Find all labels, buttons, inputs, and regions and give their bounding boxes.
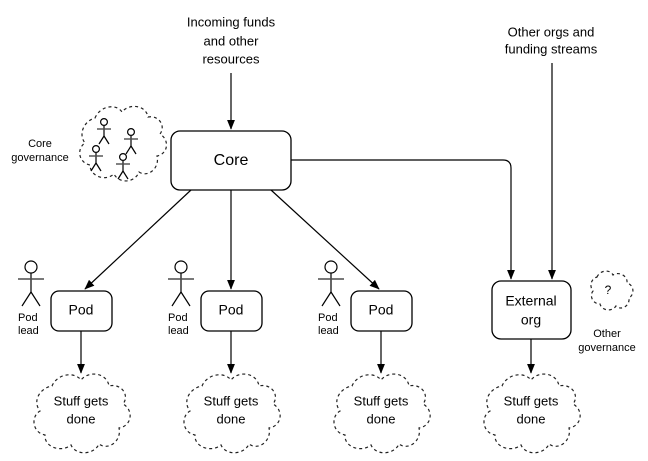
other-orgs-label: Other orgs and funding streams xyxy=(505,24,598,56)
core-governance-cloud-shape xyxy=(79,105,167,182)
core-label: Core xyxy=(214,152,249,169)
core-governance-label-line-1: Core xyxy=(28,138,52,150)
governance-person-4-icon xyxy=(116,153,130,180)
other-governance-group: ? Other governance xyxy=(578,270,636,354)
governance-person-1-icon xyxy=(97,117,111,145)
pod-lead-3-label-line-1: Pod xyxy=(318,312,338,324)
governance-person-3-icon xyxy=(89,145,103,172)
node-external-org[interactable]: External org xyxy=(491,280,572,340)
outcome-cloud-3-line-2: done xyxy=(367,411,396,426)
node-pod-3[interactable]: Pod xyxy=(350,290,413,332)
pod-1-box[interactable] xyxy=(50,290,113,332)
pod-lead-3-label-line-2: lead xyxy=(318,325,339,337)
other-governance-label-line-2: governance xyxy=(578,342,636,354)
pod-lead-1: Pod lead xyxy=(18,260,44,337)
incoming-funds-line-1: Incoming funds xyxy=(187,14,276,29)
outcome-cloud-3-line-1: Stuff gets xyxy=(354,393,409,408)
other-governance-label-line-1: Other xyxy=(593,328,621,340)
node-pod-2[interactable]: Pod xyxy=(200,290,263,332)
edge-core-to-external-org xyxy=(291,159,515,280)
pod-1-label: Pod xyxy=(69,302,94,318)
outcome-cloud-2-shape xyxy=(183,373,281,454)
pod-lead-3: Pod lead xyxy=(318,260,344,337)
outcome-cloud-4: Stuff gets done xyxy=(483,373,581,454)
outcome-cloud-4-line-2: done xyxy=(517,411,546,426)
pod-3-label: Pod xyxy=(369,302,394,318)
other-governance-question-mark: ? xyxy=(605,283,612,297)
pod-lead-1-label-line-1: Pod xyxy=(18,312,38,324)
outcome-cloud-1-line-1: Stuff gets xyxy=(54,393,109,408)
node-pod-1[interactable]: Pod xyxy=(50,290,113,332)
other-governance-cloud-shape xyxy=(590,270,634,311)
core-box[interactable] xyxy=(170,130,292,191)
outcome-cloud-3: Stuff gets done xyxy=(333,373,431,454)
pod-lead-2-label-line-1: Pod xyxy=(168,312,188,324)
edge-core-to-pod-1 xyxy=(84,189,192,290)
outcome-cloud-1-line-2: done xyxy=(67,411,96,426)
incoming-funds-line-2: and other xyxy=(204,33,260,48)
pod-lead-2: Pod lead xyxy=(168,260,194,337)
outcome-cloud-1: Stuff gets done xyxy=(33,373,131,454)
incoming-funds-line-3: resources xyxy=(202,51,260,66)
pod-2-label: Pod xyxy=(219,302,244,318)
pod-lead-1-label-line-2: lead xyxy=(18,325,39,337)
outcome-cloud-2-line-1: Stuff gets xyxy=(204,393,259,408)
outcome-cloud-4-line-1: Stuff gets xyxy=(504,393,559,408)
outcome-cloud-4-shape xyxy=(483,373,581,454)
other-orgs-line-2: funding streams xyxy=(505,41,598,56)
edge-core-to-pod-3 xyxy=(270,189,380,290)
pod-3-box[interactable] xyxy=(350,290,413,332)
outcome-cloud-3-shape xyxy=(333,373,431,454)
incoming-funds-label: Incoming funds and other resources xyxy=(187,14,276,66)
pod-2-box[interactable] xyxy=(200,290,263,332)
external-org-label-line-1: External xyxy=(505,293,556,309)
core-governance-group: Core governance xyxy=(11,105,167,182)
external-org-label-line-2: org xyxy=(521,312,541,328)
core-governance-label-line-2: governance xyxy=(11,152,69,164)
outcome-cloud-2: Stuff gets done xyxy=(183,373,281,454)
governance-person-2-icon xyxy=(124,128,138,155)
external-org-box[interactable] xyxy=(491,280,572,340)
outcome-cloud-2-line-2: done xyxy=(217,411,246,426)
node-core[interactable]: Core xyxy=(170,130,292,191)
pod-lead-2-label-line-2: lead xyxy=(168,325,189,337)
outcome-cloud-1-shape xyxy=(33,373,131,454)
other-orgs-line-1: Other orgs and xyxy=(508,24,595,39)
